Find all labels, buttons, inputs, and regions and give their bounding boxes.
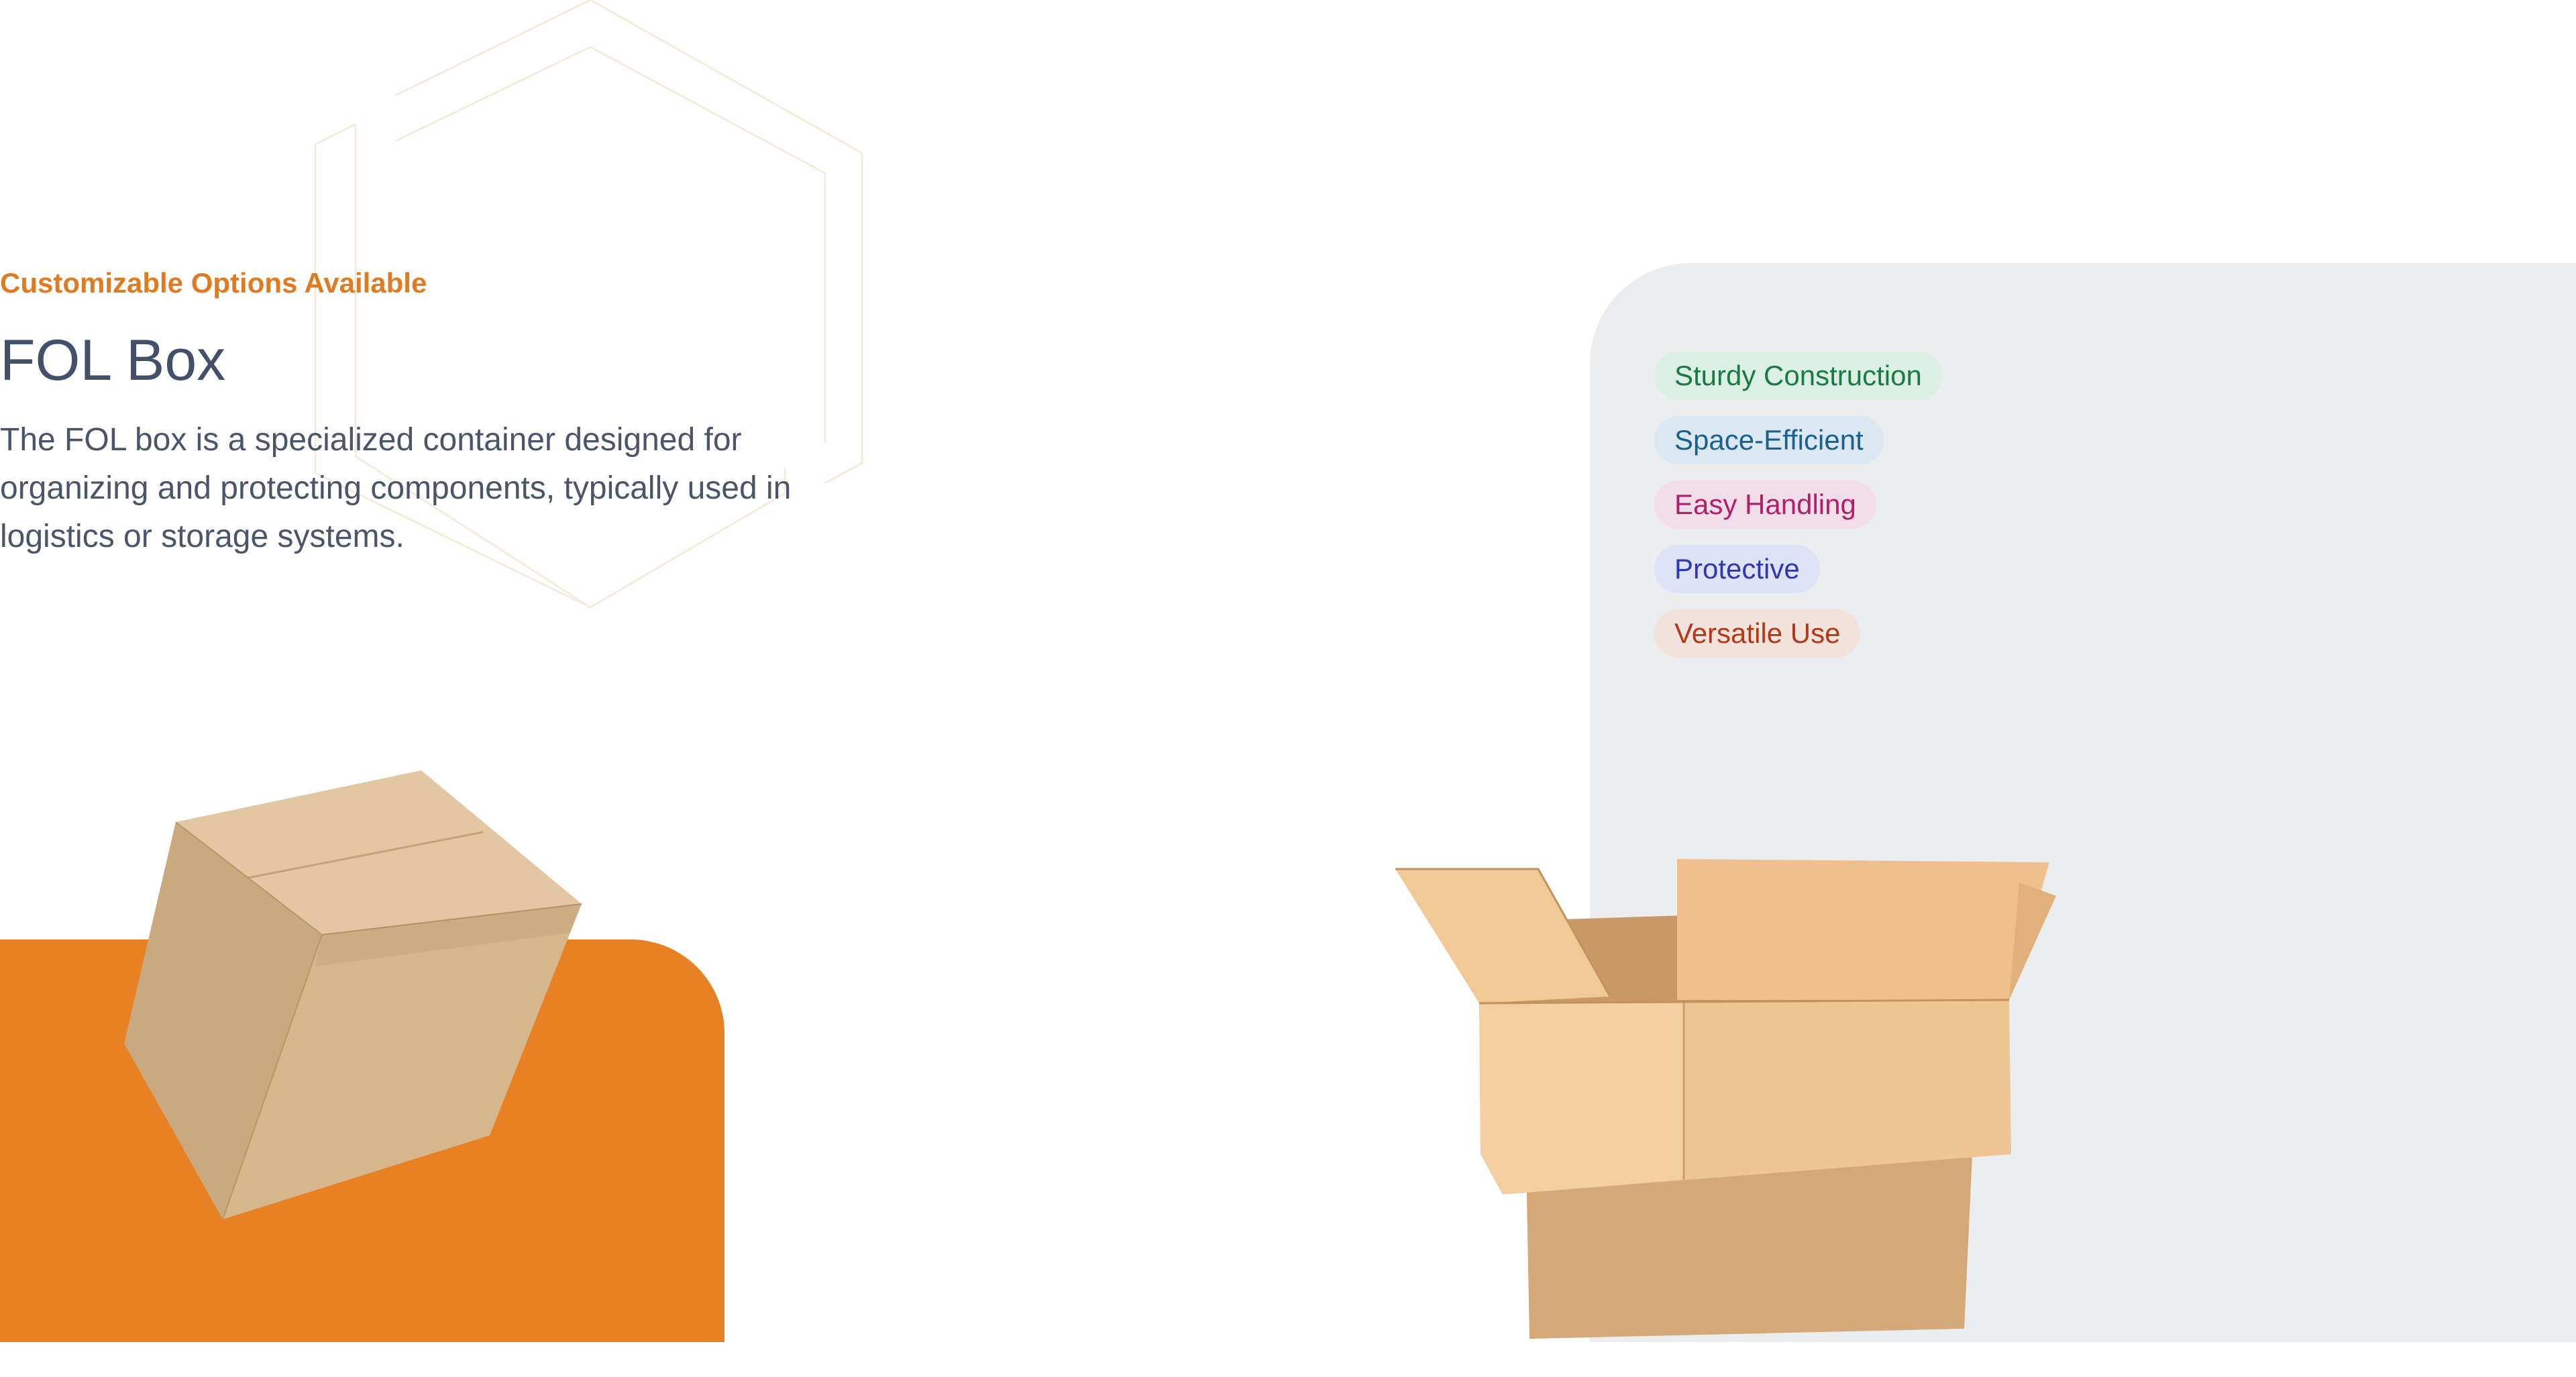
- feature-tag-list: Sturdy Construction Space-Efficient Easy…: [1654, 352, 1942, 658]
- eyebrow-text: Customizable Options Available: [0, 267, 427, 299]
- hexagon-decoration: [314, 0, 863, 609]
- closed-cardboard-box-image: [124, 770, 582, 1220]
- product-description: The FOL box is a specialized container d…: [0, 422, 792, 554]
- open-cardboard-boxes-image: [1395, 859, 2056, 1339]
- feature-tag-versatile-use: Versatile Use: [1654, 609, 1861, 658]
- feature-tag-sturdy-construction: Sturdy Construction: [1654, 352, 1942, 400]
- feature-tag-space-efficient: Space-Efficient: [1654, 416, 1884, 464]
- feature-tag-easy-handling: Easy Handling: [1654, 480, 1876, 529]
- feature-tag-protective: Protective: [1654, 545, 1820, 593]
- page-title: FOL Box: [0, 328, 226, 393]
